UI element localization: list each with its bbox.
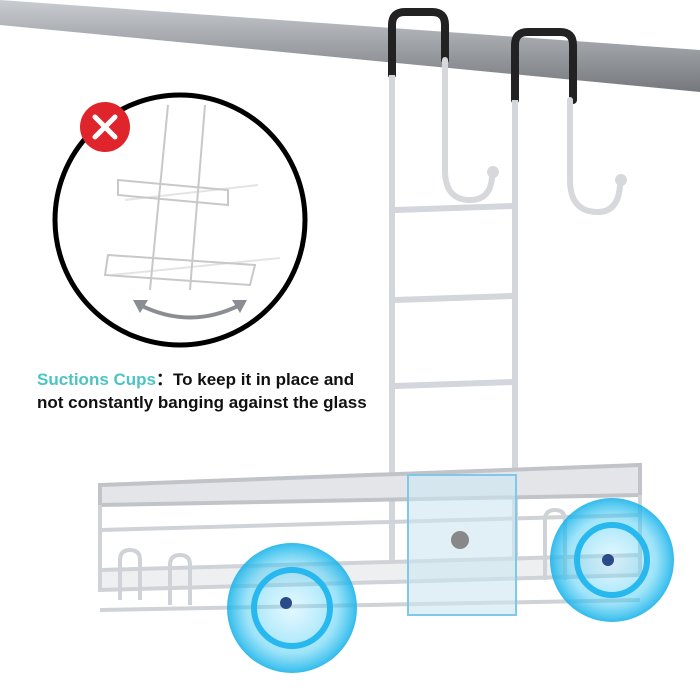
x-mark-icon [80,102,130,152]
hook-right [511,28,627,216]
suction-cups-caption: Suctions Cups：To keep it in place and no… [37,368,367,414]
caption-separator: ： [156,370,174,389]
caption-highlight: Suctions Cups [37,370,157,389]
hook-left [388,8,499,204]
suction-cup-right [550,498,674,622]
glass-door-top-bar [0,0,700,92]
caption-line2: not constantly banging against the glass [37,393,367,412]
plate-knob [451,531,469,549]
swing-arrow-icon [139,303,241,320]
unstable-swing-inset [52,92,308,348]
caption-line1: To keep it in place and [173,370,355,389]
suction-cup-left [227,543,357,673]
